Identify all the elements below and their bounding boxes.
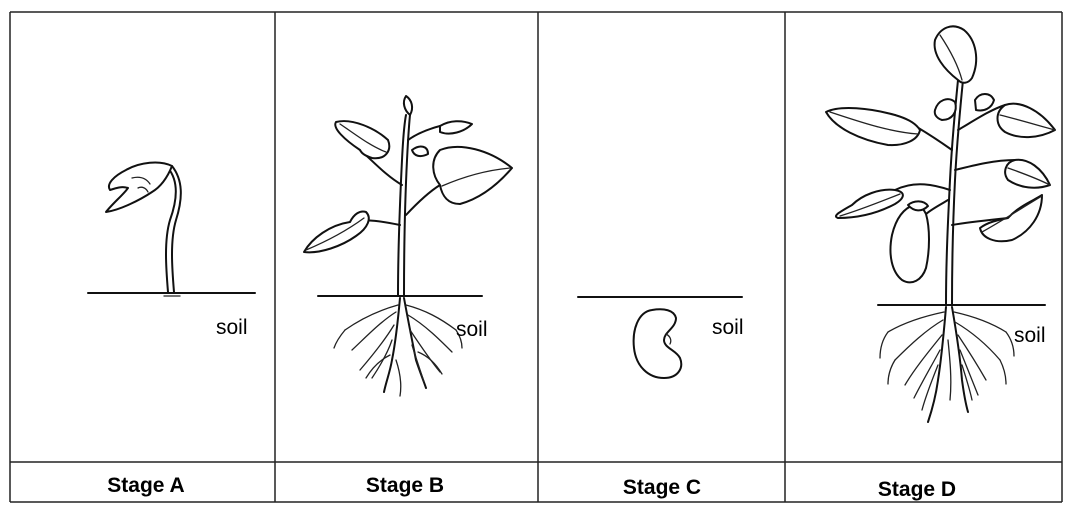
panel-stage-c: soil Stage C xyxy=(578,297,744,499)
stage-label-a: Stage A xyxy=(107,474,184,497)
stage-label-b: Stage B xyxy=(366,474,444,497)
seed-drawing xyxy=(634,309,682,378)
mature-plant-drawing xyxy=(826,26,1055,305)
soil-label-d: soil xyxy=(1014,324,1046,347)
young-plant-drawing xyxy=(304,96,512,296)
stage-label-d: Stage D xyxy=(878,478,956,501)
stage-label-c: Stage C xyxy=(623,476,701,499)
panel-stage-a: soil Stage A xyxy=(88,163,255,497)
soil-label-a: soil xyxy=(216,316,248,339)
panel-stage-d: soil Stage D xyxy=(826,26,1055,501)
soil-label-c: soil xyxy=(712,316,744,339)
panel-stage-b: soil Stage B xyxy=(304,96,512,497)
root-system-drawing xyxy=(334,298,462,396)
seedling-sprout-drawing xyxy=(106,163,181,296)
mature-root-system-drawing xyxy=(880,307,1014,422)
soil-label-b: soil xyxy=(456,318,488,341)
